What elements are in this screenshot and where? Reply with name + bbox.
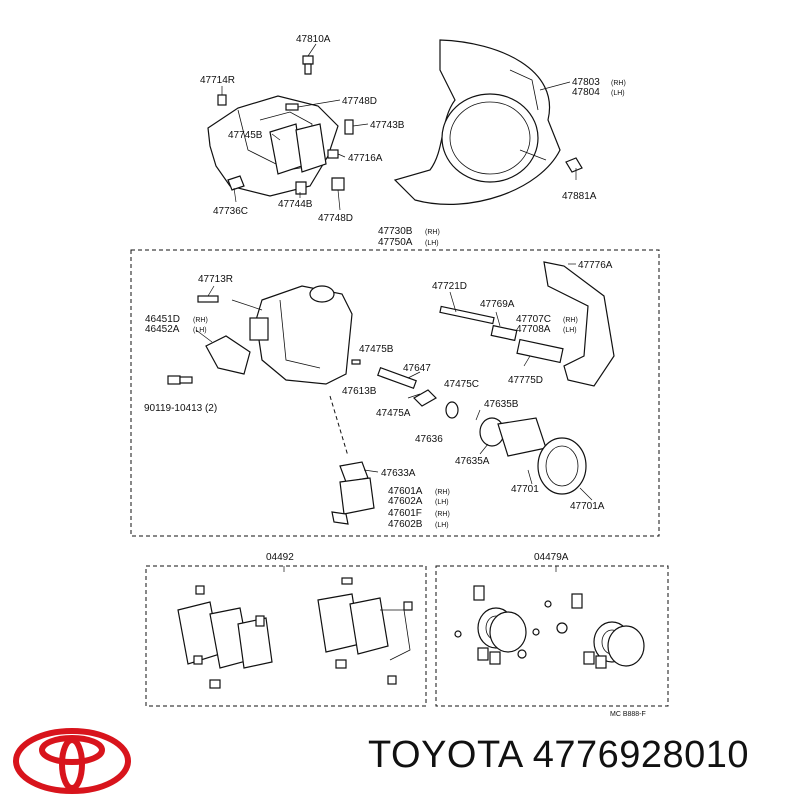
pad-kit-box bbox=[145, 565, 427, 707]
label-90119-10413: 90119-10413 (2) bbox=[144, 403, 217, 414]
label-47707C-side: (RH) bbox=[563, 317, 578, 324]
label-47601A-side: (RH) bbox=[435, 489, 450, 496]
label-47744B: 47744B bbox=[278, 199, 313, 210]
label-47635A: 47635A bbox=[455, 456, 490, 467]
label-47707C: 47707C bbox=[516, 314, 551, 325]
caliper-parts bbox=[167, 261, 615, 525]
label-47647: 47647 bbox=[403, 363, 431, 374]
disc-dust-cover bbox=[393, 39, 583, 205]
label-47601F: 47601F bbox=[388, 508, 422, 519]
label-47633A: 47633A bbox=[381, 468, 416, 479]
label-47602B: 47602B bbox=[388, 519, 423, 530]
pad-kit-parts bbox=[177, 566, 413, 689]
label-47475B: 47475B bbox=[359, 344, 394, 355]
label-47736C: 47736C bbox=[213, 206, 248, 217]
label-47803-side: (RH) bbox=[611, 80, 626, 87]
label-47750A: 47750A bbox=[378, 237, 413, 248]
label-47713R: 47713R bbox=[198, 274, 233, 285]
seal-kit-box bbox=[435, 565, 669, 707]
label-47804-side: (LH) bbox=[611, 90, 625, 97]
toyota-logo-icon bbox=[13, 728, 131, 794]
label-46451D: 46451D bbox=[145, 314, 180, 325]
label-46451D-side: (RH) bbox=[193, 317, 208, 324]
label-47613B: 47613B bbox=[342, 386, 377, 397]
label-47730B: 47730B bbox=[378, 226, 413, 237]
label-47881A: 47881A bbox=[562, 191, 597, 202]
label-47475A: 47475A bbox=[376, 408, 411, 419]
diagram-code: MC B888-F bbox=[610, 711, 646, 718]
label-47601F-side: (RH) bbox=[435, 511, 450, 518]
label-04479A: 04479A bbox=[534, 552, 569, 563]
label-47716A: 47716A bbox=[348, 153, 383, 164]
label-47810A: 47810A bbox=[296, 34, 331, 45]
label-47602A: 47602A bbox=[388, 496, 423, 507]
seal-kit-parts bbox=[454, 566, 645, 669]
label-47475C: 47475C bbox=[444, 379, 479, 390]
label-47701: 47701 bbox=[511, 484, 539, 495]
label-47602B-side: (LH) bbox=[435, 522, 449, 529]
label-47748D-bottom: 47748D bbox=[318, 213, 353, 224]
caliper-assembly-box bbox=[130, 249, 660, 537]
label-47701A: 47701A bbox=[570, 501, 605, 512]
label-47769A: 47769A bbox=[480, 299, 515, 310]
label-47635B: 47635B bbox=[484, 399, 519, 410]
brand-name: TOYOTA bbox=[368, 734, 522, 776]
label-47708A-side: (LH) bbox=[563, 327, 577, 334]
label-47743B: 47743B bbox=[370, 120, 405, 131]
label-47748D-top: 47748D bbox=[342, 96, 377, 107]
pad-support-group bbox=[207, 43, 369, 211]
label-47601A: 47601A bbox=[388, 486, 423, 497]
label-47804: 47804 bbox=[572, 87, 600, 98]
label-47714R: 47714R bbox=[200, 75, 235, 86]
brand-footer: TOYOTA 4776928010 bbox=[0, 722, 800, 800]
label-47750A-side: (LH) bbox=[425, 240, 439, 247]
parts-diagram: 47810A 47714R 47748D 47743B 47745B 47716… bbox=[130, 34, 669, 718]
brand-title: TOYOTA 4776928010 bbox=[368, 734, 749, 777]
label-47721D: 47721D bbox=[432, 281, 467, 292]
label-46452A: 46452A bbox=[145, 324, 180, 335]
label-47775D: 47775D bbox=[508, 375, 543, 386]
label-46452A-side: (LH) bbox=[193, 327, 207, 334]
label-47636: 47636 bbox=[415, 434, 443, 445]
label-47602A-side: (LH) bbox=[435, 499, 449, 506]
label-47708A: 47708A bbox=[516, 324, 551, 335]
part-number: 4776928010 bbox=[532, 734, 750, 776]
label-47776A: 47776A bbox=[578, 260, 613, 271]
label-47803: 47803 bbox=[572, 77, 600, 88]
label-04492: 04492 bbox=[266, 552, 294, 563]
label-47745B: 47745B bbox=[228, 130, 263, 141]
label-47730B-side: (RH) bbox=[425, 229, 440, 236]
